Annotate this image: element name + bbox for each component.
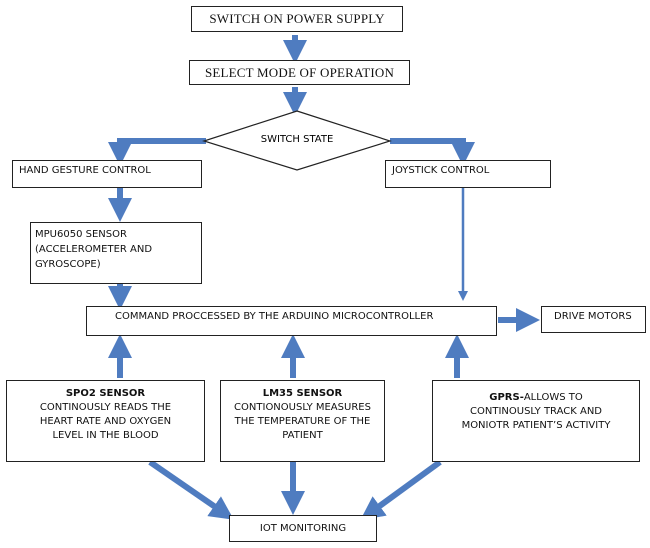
spo2-sensor-box: SPO2 SENSOR CONTINOUSLY READS THE HEART … — [6, 380, 205, 462]
lm35-line-2: THE TEMPERATURE OF THE — [234, 416, 371, 427]
joystick-label: JOYSTICK CONTROL — [392, 165, 490, 176]
iot-monitoring-label: IOT MONITORING — [259, 523, 347, 534]
gprs-title-line: GPRS-ALLOWS TO — [433, 391, 639, 405]
spo2-line-2: HEART RATE AND OXYGEN — [39, 416, 172, 427]
mpu-line-1: MPU6050 SENSOR — [35, 229, 127, 240]
gprs-title-rest: ALLOWS TO — [523, 392, 583, 403]
spo2-line-3: LEVEL IN THE BLOOD — [52, 430, 159, 441]
command-label: COMMAND PROCCESSED BY THE ARDUINO MICROC… — [115, 311, 434, 322]
switch-state-label: SWITCH STATE — [260, 134, 334, 145]
iot-monitoring-box: IOT MONITORING — [229, 515, 377, 542]
gprs-line-2: MONIOTR PATIENT’S ACTIVITY — [461, 420, 611, 431]
gprs-line-1: CONTINOUSLY TRACK AND — [470, 406, 602, 417]
command-box: COMMAND PROCCESSED BY THE ARDUINO MICROC… — [86, 306, 497, 336]
switch-state-diamond — [202, 110, 392, 171]
lm35-sensor-box: LM35 SENSOR CONTIONOUSLY MEASURES THE TE… — [220, 380, 385, 462]
hand-gesture-box: HAND GESTURE CONTROL — [12, 160, 202, 188]
mpu-line-3: GYROSCOPE) — [35, 259, 101, 270]
lm35-title: LM35 SENSOR — [262, 388, 343, 399]
joystick-box: JOYSTICK CONTROL — [385, 160, 551, 188]
arrow-switch-to-joystick — [390, 138, 475, 166]
arrow-switch-to-hand — [108, 138, 206, 166]
lm35-line-1: CONTIONOUSLY MEASURES — [234, 402, 371, 413]
power-supply-box: SWITCH ON POWER SUPPLY — [191, 6, 403, 32]
arrow-gprs-to-iot — [360, 459, 442, 521]
gprs-title: GPRS- — [489, 392, 524, 403]
drive-motors-box: DRIVE MOTORS — [541, 306, 646, 333]
mpu6050-box: MPU6050 SENSOR (ACCELEROMETER AND GYROSC… — [30, 222, 202, 284]
gprs-box: GPRS-ALLOWS TO CONTINOUSLY TRACK AND MON… — [432, 380, 640, 462]
hand-gesture-label: HAND GESTURE CONTROL — [19, 165, 151, 176]
spo2-line-1: CONTINOUSLY READS THE — [39, 402, 172, 413]
lm35-line-3: PATIENT — [282, 430, 323, 441]
mpu-line-2: (ACCELEROMETER AND — [35, 244, 153, 255]
select-mode-box: SELECT MODE OF OPERATION — [189, 60, 410, 85]
arrow-spo2-to-iot — [148, 459, 234, 520]
spo2-title: SPO2 SENSOR — [65, 388, 146, 399]
drive-motors-label: DRIVE MOTORS — [554, 311, 632, 322]
